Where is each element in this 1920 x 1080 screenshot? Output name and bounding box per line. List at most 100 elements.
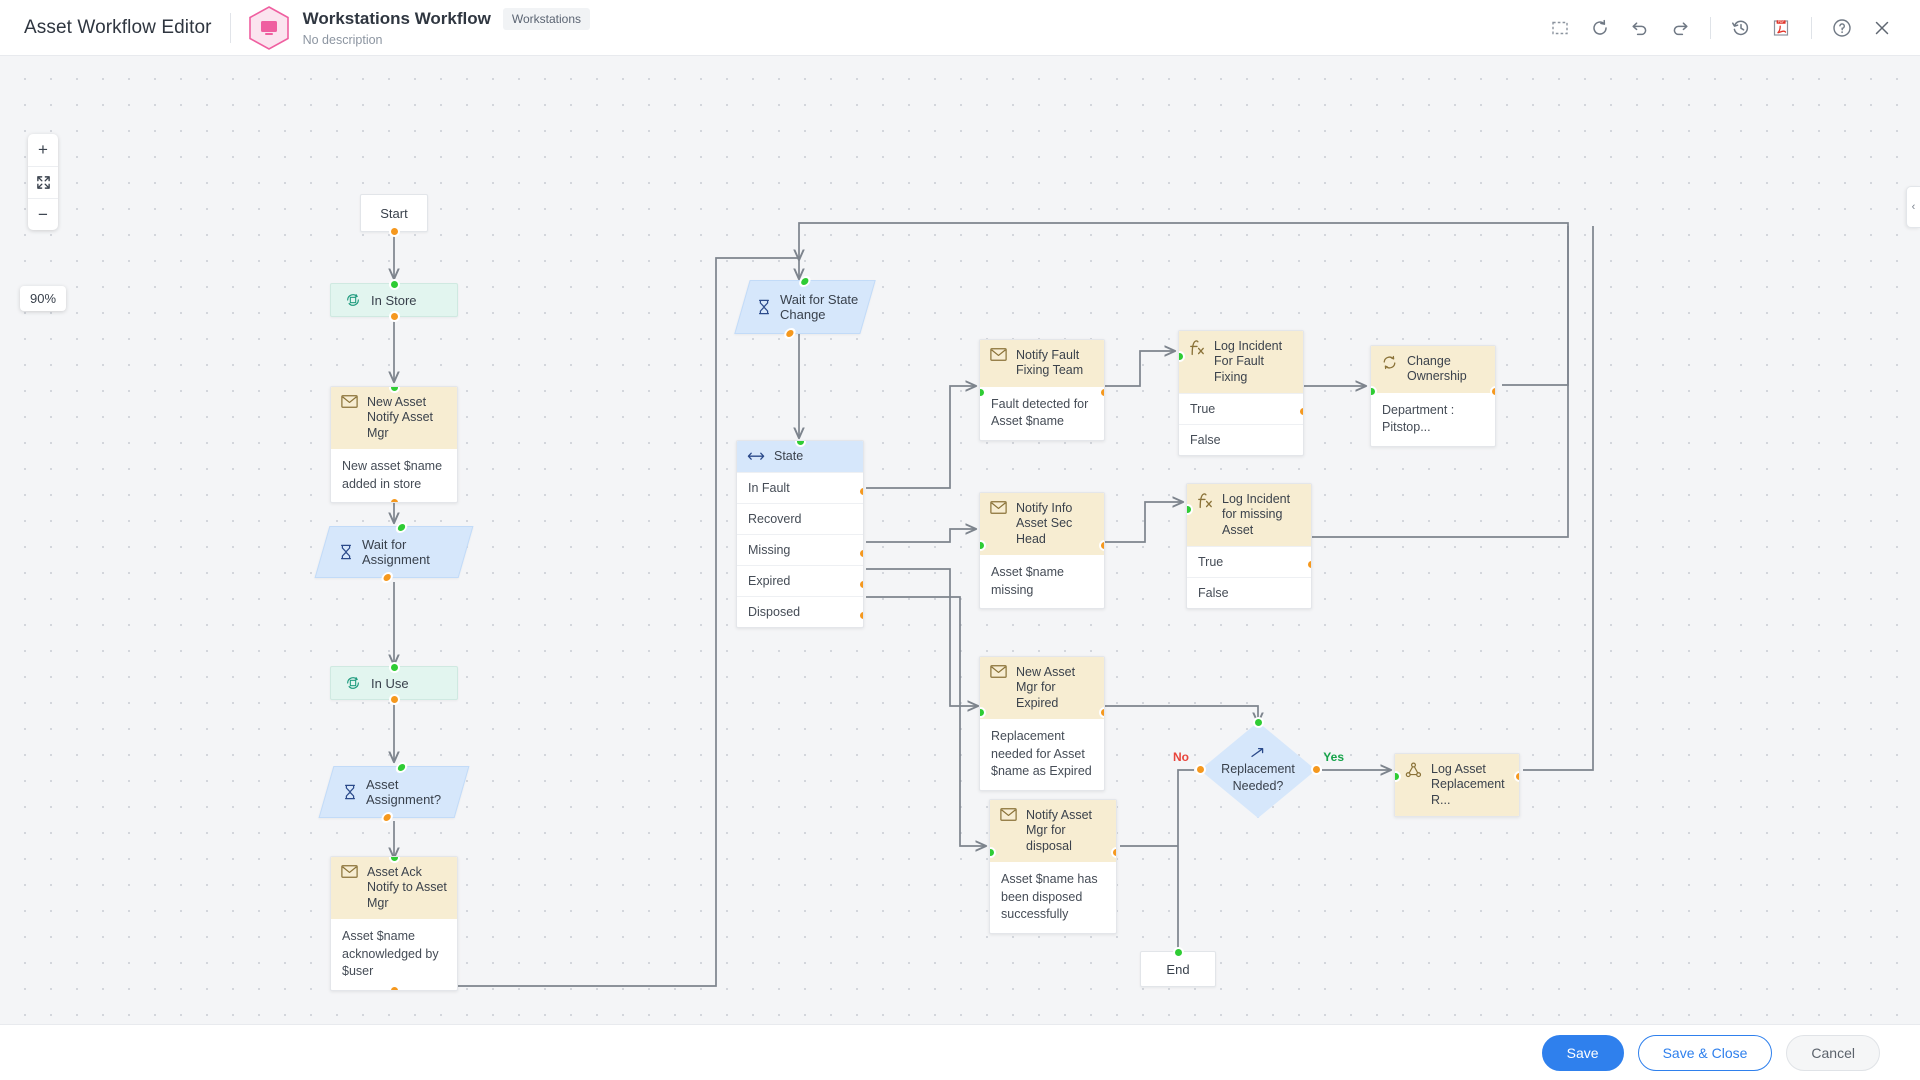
- port-in[interactable]: [980, 387, 986, 398]
- port-out-no[interactable]: [1194, 764, 1206, 775]
- workflow-meta: Workstations Workflow Workstations No de…: [302, 8, 591, 47]
- node-change-ownership[interactable]: Change Ownership Department : Pitstop...: [1370, 345, 1496, 447]
- port-out[interactable]: [388, 984, 400, 990]
- branch-row-true[interactable]: True: [1187, 545, 1311, 577]
- port-in[interactable]: [1179, 351, 1185, 362]
- port-out[interactable]: [388, 225, 400, 237]
- zoom-controls[interactable]: + −: [28, 134, 58, 230]
- port-in[interactable]: [980, 540, 986, 551]
- node-notify-fault-fixing-team[interactable]: Notify Fault Fixing Team Fault detected …: [979, 339, 1105, 441]
- cancel-button[interactable]: Cancel: [1786, 1034, 1880, 1071]
- port-in[interactable]: [794, 441, 806, 447]
- node-notify-asset-mgr-disposal[interactable]: Notify Asset Mgr for disposal Asset $nam…: [989, 799, 1117, 934]
- node-label: Wait for State Change: [780, 292, 859, 322]
- port-in[interactable]: [1172, 946, 1184, 958]
- select-area-icon[interactable]: [1540, 8, 1580, 48]
- node-log-incident-missing-asset[interactable]: Log Incident for missing Asset True Fals…: [1186, 483, 1312, 609]
- port-in[interactable]: [1371, 386, 1377, 397]
- card-header: New Asset Mgr for Expired: [980, 657, 1104, 719]
- canvas-inner: + − 90% ‹ Start: [0, 56, 1920, 1024]
- close-icon[interactable]: [1862, 8, 1902, 48]
- node-state-switch[interactable]: State In Fault Recoverd Missing Expired: [736, 440, 864, 629]
- node-in-use[interactable]: In Use: [330, 661, 458, 705]
- node-title: Log Incident for missing Asset: [1222, 492, 1291, 537]
- state-rows: In Fault Recoverd Missing Expired Dispos…: [737, 472, 863, 627]
- node-body: Asset $name missing: [991, 564, 1064, 597]
- port-out[interactable]: [1098, 540, 1104, 551]
- state-row[interactable]: Missing: [737, 534, 863, 565]
- node-title: Change Ownership: [1407, 354, 1467, 384]
- port-out[interactable]: [1297, 405, 1303, 417]
- state-row-label: In Fault: [748, 481, 790, 496]
- state-row[interactable]: In Fault: [737, 472, 863, 503]
- port-out[interactable]: [857, 610, 863, 622]
- state-row[interactable]: Disposed: [737, 596, 863, 627]
- zoom-out-button[interactable]: −: [28, 198, 58, 230]
- redo-icon[interactable]: [1660, 8, 1700, 48]
- node-in-store[interactable]: In Store: [330, 278, 458, 322]
- decision-yes-label: Yes: [1323, 750, 1344, 764]
- undo-icon[interactable]: [1620, 8, 1660, 48]
- port-out[interactable]: [1489, 386, 1495, 397]
- node-replacement-needed[interactable]: Replacement Needed? No Yes: [1173, 716, 1344, 818]
- node-title: State: [774, 449, 804, 463]
- node-asset-ack-notify[interactable]: Asset Ack Notify to Asset Mgr Asset $nam…: [330, 856, 458, 991]
- port-out[interactable]: [857, 548, 863, 560]
- card-header: Asset Ack Notify to Asset Mgr: [331, 857, 457, 919]
- save-and-close-button[interactable]: Save & Close: [1637, 1034, 1773, 1071]
- node-title: New Asset Notify Asset Mgr: [367, 395, 433, 440]
- port-out[interactable]: [1513, 771, 1519, 782]
- port-in[interactable]: [388, 661, 400, 673]
- branch-row-false[interactable]: False: [1187, 576, 1311, 608]
- save-button[interactable]: Save: [1541, 1034, 1624, 1071]
- export-pdf-icon[interactable]: PDF: [1761, 8, 1801, 48]
- port-out[interactable]: [1305, 558, 1311, 570]
- node-wait-for-assignment[interactable]: Wait for Assignment: [314, 521, 474, 583]
- port-in[interactable]: [1395, 771, 1401, 782]
- panel-collapse-handle[interactable]: ‹: [1906, 186, 1920, 228]
- port-out[interactable]: [1110, 847, 1116, 858]
- state-row[interactable]: Expired: [737, 565, 863, 596]
- email-icon: [1000, 808, 1017, 821]
- port-in[interactable]: [388, 278, 400, 290]
- node-new-asset-notify[interactable]: New Asset Notify Asset Mgr New asset $na…: [330, 386, 458, 504]
- function-icon: [1189, 339, 1205, 356]
- refresh-icon[interactable]: [1580, 8, 1620, 48]
- node-notify-info-asset-sec-head[interactable]: Notify Info Asset Sec Head Asset $name m…: [979, 492, 1105, 610]
- port-out[interactable]: [388, 693, 400, 705]
- port-in[interactable]: [1187, 504, 1193, 515]
- workflow-description: No description: [302, 33, 383, 47]
- port-in[interactable]: [1252, 716, 1264, 728]
- zoom-in-button[interactable]: +: [38, 140, 48, 159]
- node-end[interactable]: End: [1140, 946, 1216, 987]
- card-header: Notify Info Asset Sec Head: [980, 493, 1104, 555]
- node-asset-assignment[interactable]: Asset Assignment?: [318, 761, 470, 823]
- port-out-yes[interactable]: [1310, 764, 1322, 775]
- port-out[interactable]: [1098, 707, 1104, 718]
- node-wait-for-state-change[interactable]: Wait for State Change: [734, 275, 876, 339]
- port-in[interactable]: [388, 387, 400, 393]
- history-icon[interactable]: [1721, 8, 1761, 48]
- card-header: Change Ownership: [1371, 346, 1495, 393]
- port-out[interactable]: [1098, 387, 1104, 398]
- port-in[interactable]: [990, 847, 996, 858]
- help-icon[interactable]: [1822, 8, 1862, 48]
- node-start[interactable]: Start: [360, 194, 428, 237]
- node-log-incident-fault-fixing[interactable]: Log Incident For Fault Fixing True False: [1178, 330, 1304, 456]
- node-log-asset-replacement[interactable]: Log Asset Replacement R...: [1394, 753, 1520, 817]
- port-out[interactable]: [857, 486, 863, 498]
- node-in-use-label: In Use: [371, 675, 409, 691]
- port-out[interactable]: [388, 310, 400, 322]
- port-in[interactable]: [388, 857, 400, 863]
- node-new-asset-mgr-expired[interactable]: New Asset Mgr for Expired Replacement ne…: [979, 656, 1105, 791]
- branch-row-true[interactable]: True: [1179, 392, 1303, 424]
- workflow-canvas[interactable]: + − 90% ‹ Start: [0, 56, 1920, 1024]
- state-row[interactable]: Recoverd: [737, 503, 863, 534]
- email-icon: [990, 501, 1007, 514]
- port-out[interactable]: [857, 579, 863, 591]
- port-in[interactable]: [980, 707, 986, 718]
- branch-row-false[interactable]: False: [1179, 423, 1303, 455]
- fit-screen-icon[interactable]: [28, 166, 58, 198]
- card-header: Notify Fault Fixing Team: [980, 340, 1104, 387]
- port-out[interactable]: [388, 496, 400, 503]
